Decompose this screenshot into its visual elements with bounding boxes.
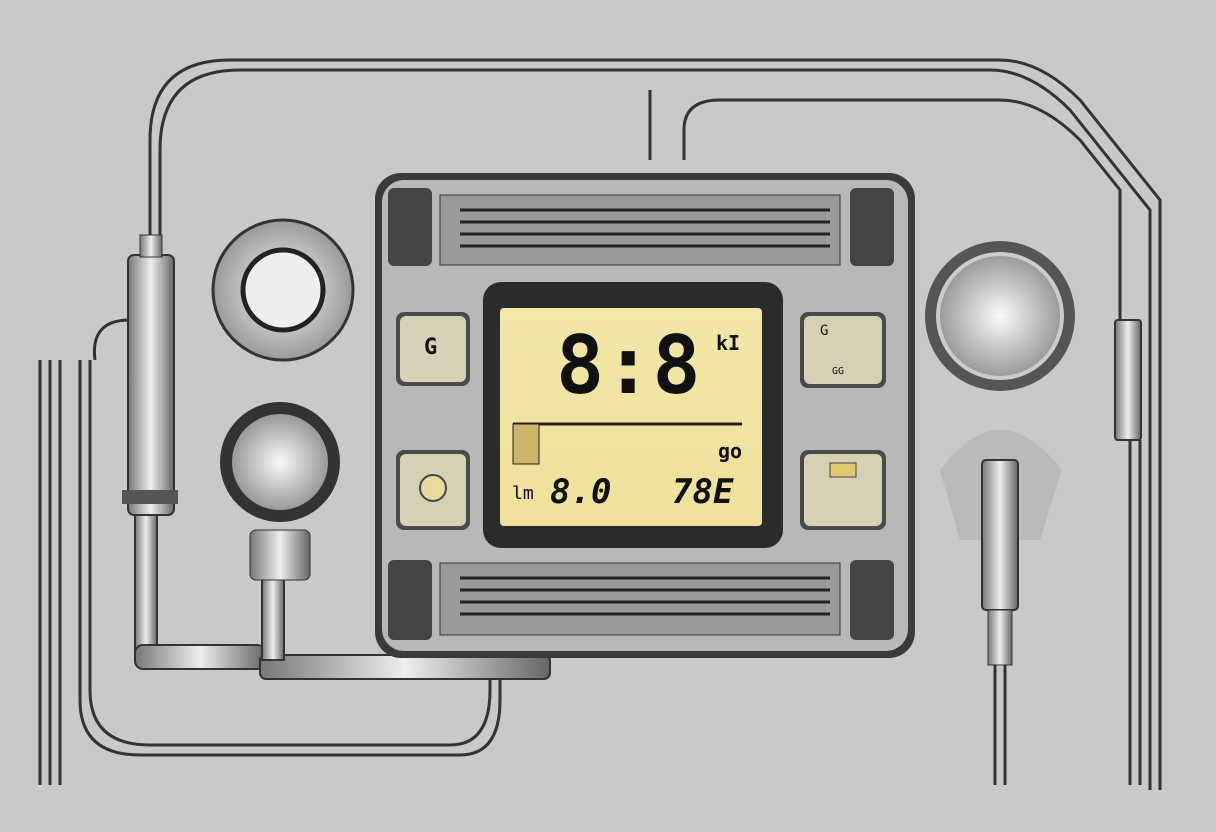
control-unit xyxy=(375,173,915,658)
pipes xyxy=(134,514,551,680)
right-reading: 78E xyxy=(672,472,734,512)
unit-top-label: kI xyxy=(716,331,741,355)
left-reading: 8.0 xyxy=(550,472,612,512)
unit-right-label: go xyxy=(718,439,743,463)
lcd-screen xyxy=(500,308,762,526)
wires xyxy=(38,58,1162,790)
left-sensor xyxy=(122,234,178,516)
top-right-button-sublabel: GG xyxy=(832,366,845,377)
main-reading: 8:8 xyxy=(556,319,701,412)
right-sensor xyxy=(940,319,1142,666)
left-label: lm xyxy=(512,483,534,504)
top-left-button[interactable]: G xyxy=(424,335,438,360)
top-right-button[interactable]: G xyxy=(820,323,829,339)
